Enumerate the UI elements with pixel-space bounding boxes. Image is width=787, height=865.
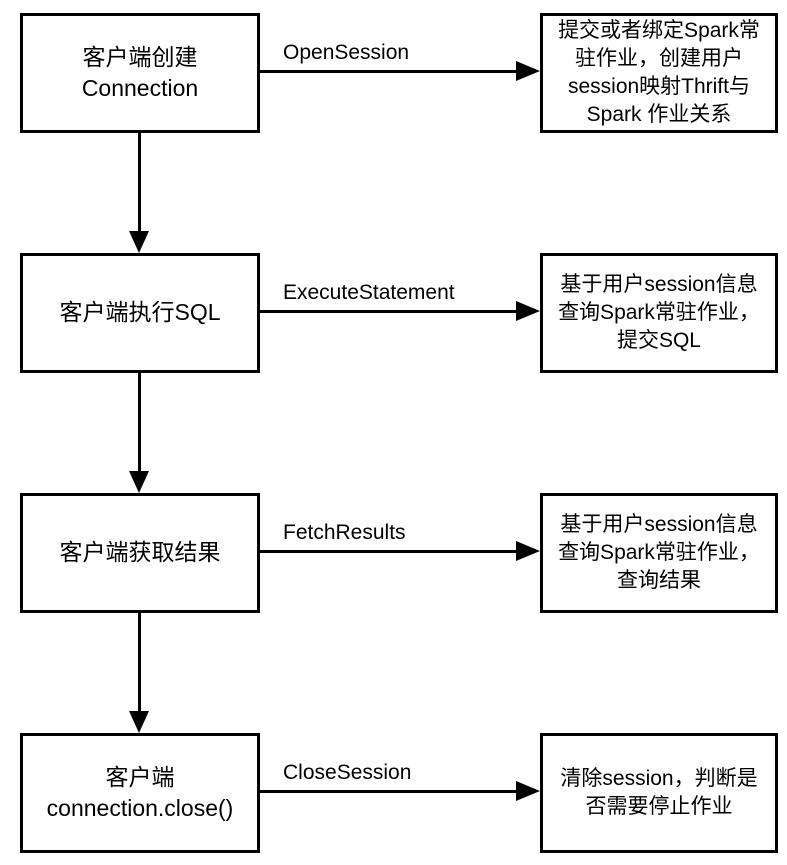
flow-row-close-session: 客户端 connection.close() CloseSession 清除se… bbox=[0, 733, 787, 853]
flow-row-open-session: 客户端创建 Connection OpenSession 提交或者绑定Spark… bbox=[0, 13, 787, 253]
connector-line bbox=[138, 613, 141, 713]
connector-line bbox=[138, 133, 141, 233]
arrowhead-right-icon bbox=[516, 301, 540, 321]
rpc-call-label: FetchResults bbox=[283, 521, 406, 544]
client-step-box: 客户端获取结果 bbox=[20, 493, 260, 613]
arrowhead-down-icon bbox=[129, 711, 149, 733]
arrowhead-down-icon bbox=[129, 471, 149, 493]
rpc-call-label: ExecuteStatement bbox=[283, 281, 455, 304]
connector-line bbox=[138, 373, 141, 473]
arrowhead-right-icon bbox=[516, 781, 540, 801]
server-action-box: 提交或者绑定Spark常 驻作业，创建用户 session映射Thrift与 S… bbox=[540, 13, 778, 133]
arrow-line bbox=[260, 550, 520, 553]
rpc-call-label: OpenSession bbox=[283, 41, 410, 64]
flow-row-fetch-results: 客户端获取结果 FetchResults 基于用户session信息 查询Spa… bbox=[0, 493, 787, 733]
client-step-box: 客户端执行SQL bbox=[20, 253, 260, 373]
server-action-box: 基于用户session信息 查询Spark常驻作业， 提交SQL bbox=[540, 253, 778, 373]
rpc-call-label: CloseSession bbox=[283, 761, 412, 784]
arrowhead-right-icon bbox=[516, 61, 540, 81]
arrow-line bbox=[260, 70, 520, 73]
arrowhead-down-icon bbox=[129, 231, 149, 253]
server-action-box: 基于用户session信息 查询Spark常驻作业， 查询结果 bbox=[540, 493, 778, 613]
client-step-box: 客户端创建 Connection bbox=[20, 13, 260, 133]
arrow-line bbox=[260, 310, 520, 313]
client-step-box: 客户端 connection.close() bbox=[20, 733, 260, 853]
arrow-line bbox=[260, 790, 520, 793]
arrowhead-right-icon bbox=[516, 541, 540, 561]
flow-row-execute-statement: 客户端执行SQL ExecuteStatement 基于用户session信息 … bbox=[0, 253, 787, 493]
server-action-box: 清除session，判断是 否需要停止作业 bbox=[540, 733, 778, 853]
